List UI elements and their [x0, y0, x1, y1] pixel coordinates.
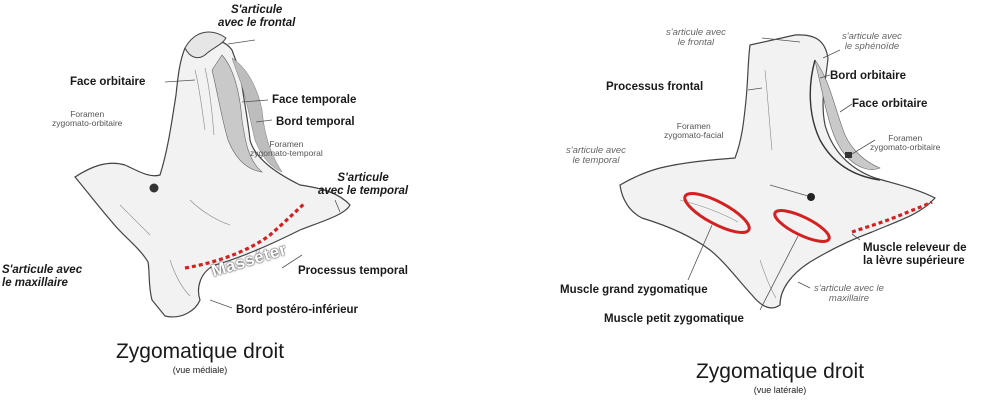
caption-title-lateral: Zygomatique droit: [695, 360, 865, 383]
label-foramen-zygomato-orbitaire-medial: Foramen zygomato-orbitaire: [52, 109, 123, 129]
orbital-face-shade-lateral: [814, 59, 881, 170]
muscle-releveur-line: [851, 200, 933, 234]
frontal-process-tip: [184, 31, 227, 59]
orbital-rim-lateral: [809, 59, 881, 181]
muscle-petit-zygomatique-outline: [773, 209, 831, 243]
label-bord-temporal: Bord temporal: [276, 116, 355, 128]
label-articule-sphenoide: s'articule avec le sphénoïde: [842, 31, 902, 53]
zygomatic-lateral-illustration: [619, 34, 936, 311]
label-articule-maxillaire-medial: S'articule avec le maxillaire: [2, 264, 83, 289]
foramen-dot-medial: [149, 183, 159, 193]
bone-body-medial: [74, 39, 351, 318]
label-muscle-petit-zygomatique: Muscle petit zygomatique: [604, 313, 744, 325]
medial-view-panel: S'articule avec le frontal Face orbitair…: [0, 0, 480, 417]
label-articule-maxillaire-lateral: s'articule avec le maxillaire: [814, 283, 884, 305]
foramen-zygomato-orbitaire-mark: [845, 152, 852, 158]
temporal-surface-shade: [231, 57, 283, 173]
label-face-orbitaire-medial: Face orbitaire: [70, 76, 146, 88]
label-muscle-grand-zygomatique: Muscle grand zygomatique: [560, 284, 708, 296]
label-bord-orbitaire: Bord orbitaire: [830, 70, 907, 82]
caption-subtitle-lateral: (vue latérale): [753, 385, 807, 395]
caption-lateral: Zygomatique droit (vue latérale): [660, 360, 900, 395]
label-articule-frontal-medial: S'articule avec le frontal: [218, 4, 296, 29]
leader-lines-medial: [164, 39, 341, 309]
label-processus-temporal: Processus temporal: [298, 265, 408, 277]
caption-title-medial: Zygomatique droit: [115, 340, 285, 363]
label-foramen-zygomato-temporal: Foramen zygomato-temporal: [250, 139, 323, 159]
bone-body-lateral: [619, 34, 936, 309]
leader-lines-lateral: [687, 37, 876, 311]
label-processus-frontal: Processus frontal: [606, 81, 704, 93]
label-face-orbitaire-lateral: Face orbitaire: [852, 98, 928, 110]
zygomatic-medial-illustration: [74, 31, 351, 318]
caption-subtitle-medial: (vue médiale): [172, 365, 228, 375]
bone-hatching: [119, 67, 231, 297]
label-articule-frontal-lateral: s'articule avec le frontal: [666, 27, 726, 49]
masseter-insertion-line: [184, 201, 307, 270]
label-face-temporale: Face temporale: [272, 94, 357, 106]
caption-medial: Zygomatique droit (vue médiale): [80, 340, 320, 375]
lateral-view-panel: s'articule avec le frontal s'articule av…: [480, 0, 987, 417]
label-foramen-zygomato-facial: Foramen zygomato-facial: [664, 121, 724, 141]
label-bord-postero-inferieur: Bord postéro-inférieur: [236, 304, 359, 316]
label-muscle-releveur: Muscle releveur de la lèvre supérieure: [863, 242, 967, 267]
orbital-surface-shade: [211, 54, 263, 173]
label-articule-temporal-medial: S'articule avec le temporal: [318, 172, 409, 197]
label-articule-temporal-lateral: s'articule avec le temporal: [566, 145, 626, 167]
label-foramen-zygomato-orbitaire-lateral: Foramen zygomato-orbitaire: [870, 133, 941, 153]
muscle-grand-zygomatique-outline: [683, 192, 751, 234]
foramen-dot-lateral: [807, 193, 815, 201]
